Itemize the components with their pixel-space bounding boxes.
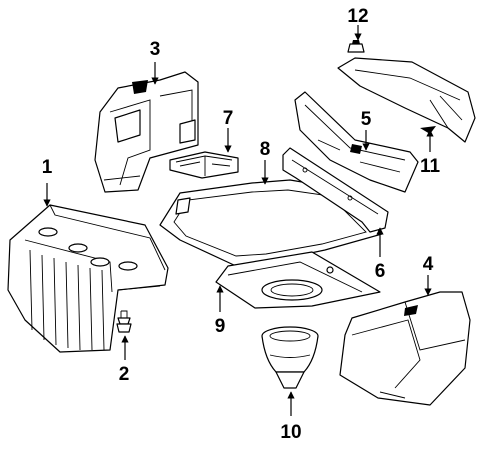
callout-6: 6 (375, 261, 386, 282)
callout-5: 5 (361, 109, 372, 130)
callout-1: 1 (42, 157, 53, 178)
part-10-tire-well (261, 326, 319, 389)
callout-9: 9 (215, 316, 226, 337)
part-7-tray (169, 151, 239, 179)
callout-4: 4 (423, 254, 434, 275)
callout-11: 11 (420, 156, 441, 177)
part-3-left-side-trim (94, 71, 199, 193)
part-9-cover-board (215, 251, 381, 309)
callout-labels: 1 2 3 4 5 6 7 8 9 10 11 12 (42, 6, 441, 443)
callout-12: 12 (347, 6, 368, 27)
part-6-partition (282, 147, 389, 233)
callout-10: 10 (280, 422, 301, 443)
callout-2: 2 (119, 364, 130, 385)
part-1-rear-panel (7, 204, 169, 353)
part-12-fastener (347, 40, 365, 53)
part-4-right-side-trim (339, 291, 471, 406)
callout-7: 7 (223, 108, 234, 129)
part-5-package-tray (294, 91, 419, 193)
part-11-shelf-trim (337, 57, 476, 143)
callout-8: 8 (260, 139, 271, 160)
leader-lines (43, 25, 434, 416)
callout-3: 3 (150, 39, 161, 60)
part-2-clip (116, 310, 132, 333)
